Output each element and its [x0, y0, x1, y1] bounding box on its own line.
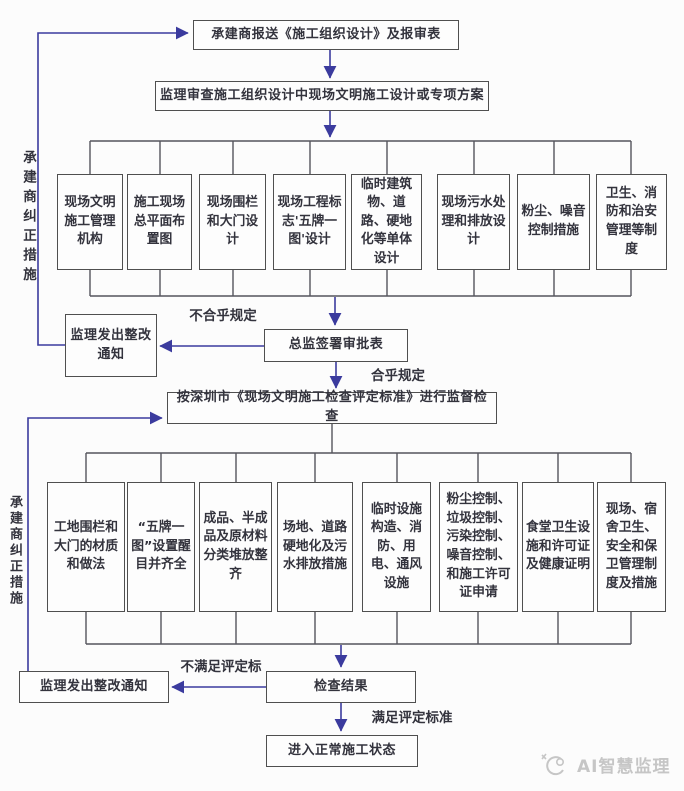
- feedback-arrow-top: [37, 26, 189, 346]
- flow-box-inspection-result: 检查结果: [266, 671, 416, 703]
- flow-box-row1-sanitation-security: 卫生、消防和治安管理等制度: [596, 174, 667, 270]
- flow-box-row1-signboards-design: 现场工程标志'五牌一图'设计: [273, 174, 346, 270]
- row2-bottom-bus: [85, 612, 632, 645]
- flow-box-row2-canteen-hygiene: 食堂卫生设施和许可证及健康证明: [522, 482, 594, 612]
- watermark-text: AI智慧监理: [577, 756, 671, 777]
- flow-box-row2-signboards-set: “五牌一图”设置醒目并齐全: [127, 482, 195, 612]
- watermark-logo-icon: [541, 753, 564, 776]
- flow-box-row2-temp-facilities: 临时设施构造、消防、用电、通风设施: [362, 482, 431, 612]
- row2-top-bus: [85, 452, 632, 482]
- row1-bottom-bus: [89, 270, 632, 297]
- flow-box-row1-sewage-design: 现场污水处理和排放设计: [437, 174, 510, 270]
- label-conform: 合乎规定: [371, 368, 425, 384]
- flow-box-row1-site-plan: 施工现场总平面布置图: [127, 174, 192, 270]
- side-label-contractor-corrective-top: 承建商纠正措施: [20, 149, 36, 287]
- flow-box-supervise-inspection: 按深圳市《现场文明施工检查评定标准》进行监督检查: [167, 390, 497, 424]
- flow-box-rectify-notice-2: 监理发出整改通知: [19, 671, 169, 703]
- flow-box-row2-pollution-control: 粉尘控制、垃圾控制、污染控制、噪音控制、和施工许可证申请: [439, 482, 518, 612]
- flow-box-submit-design: 承建商报送《施工组织设计》及报审表: [193, 20, 459, 50]
- row1-top-bus: [89, 140, 632, 174]
- flow-box-row1-fence-gate-design: 现场围栏和大门设计: [199, 174, 266, 270]
- label-not-conform: 不合乎规定: [189, 308, 257, 324]
- side-label-contractor-corrective-bottom: 承建商纠正措施: [7, 495, 22, 607]
- feedback-arrow-bottom: [27, 411, 163, 671]
- flow-box-rectify-notice-1: 监理发出整改通知: [65, 314, 157, 377]
- flow-box-row1-dust-noise: 粉尘、噪音控制措施: [517, 174, 590, 270]
- flow-box-row1-temp-buildings: 临时建筑物、道路、硬地化等单体设计: [351, 174, 422, 270]
- flow-box-director-approval: 总监签署审批表: [264, 329, 408, 362]
- label-not-meet-standard: 不满足评定标: [180, 659, 262, 675]
- flow-box-row2-dorm-security: 现场、宿舍卫生、安全和保卫管理制度及措施: [597, 482, 666, 612]
- flow-box-row2-fence-material: 工地围栏和大门的材质和做法: [47, 482, 125, 612]
- flow-box-normal-construction: 进入正常施工状态: [266, 735, 418, 767]
- label-meet-standard: 满足评定标准: [371, 710, 453, 726]
- flow-box-row2-hardened-ground: 场地、道路硬地化及污水排放措施: [277, 482, 353, 612]
- flow-box-row2-materials-stacking: 成品、半成品及原材料分类堆放整齐: [199, 482, 272, 612]
- watermark: AI智慧监理: [538, 750, 670, 778]
- flow-box-row1-management-org: 现场文明施工管理机构: [57, 174, 123, 270]
- flow-box-review-design: 监理审查施工组织设计中现场文明施工设计或专项方案: [155, 81, 489, 111]
